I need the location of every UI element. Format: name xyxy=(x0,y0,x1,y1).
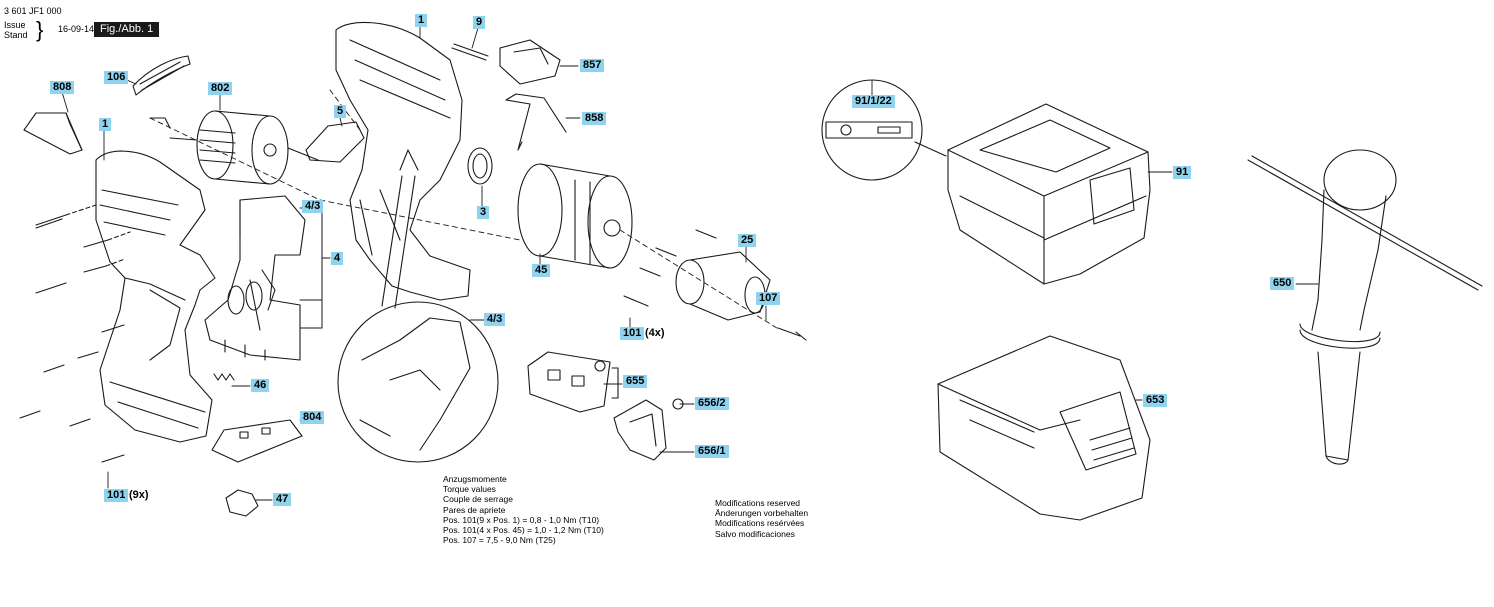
callout-91: 91 xyxy=(1173,166,1192,179)
detail-circle xyxy=(337,149,499,463)
part-107-screw xyxy=(777,327,807,341)
leader-lines xyxy=(61,25,1319,501)
callout-4-3-detail: 4/3 xyxy=(484,313,506,326)
part-101-screws-left xyxy=(19,204,131,463)
issue-label: Issue xyxy=(4,20,26,30)
part-25-chuck xyxy=(675,251,771,321)
callout-45: 45 xyxy=(532,264,551,277)
callout-91-1-22: 91/1/22 xyxy=(852,95,895,108)
quantity-101-mid: (4x) xyxy=(645,327,665,339)
modifications-line: Modifications reserved xyxy=(715,498,801,508)
torque-line: Torque values xyxy=(443,484,496,495)
callout-802: 802 xyxy=(208,82,233,95)
callout-106: 106 xyxy=(104,71,129,84)
part-106-nameplate xyxy=(132,55,191,96)
callout-1-top: 1 xyxy=(415,14,428,27)
part-91-battery xyxy=(947,103,1151,285)
part-3-washer xyxy=(467,147,493,185)
callout-101-bottom: 101 xyxy=(104,489,129,502)
part-804-plate xyxy=(211,419,303,463)
callout-5: 5 xyxy=(334,105,347,118)
assembly-axis-lines xyxy=(149,89,781,331)
callout-3: 3 xyxy=(477,206,490,219)
callout-650: 650 xyxy=(1270,277,1295,290)
modifications-line: Änderungen vorbehalten xyxy=(715,508,809,519)
modifications-notes: Modifications reserved Änderungen vorbeh… xyxy=(715,498,808,539)
callout-1-left: 1 xyxy=(99,118,112,131)
callout-656-1: 656/1 xyxy=(695,445,729,458)
part-4-electronics xyxy=(204,195,306,361)
part-1-right-housing xyxy=(335,21,471,301)
torque-line: Pos. 101(4 x Pos. 45) = 1,0 - 1,2 Nm (T1… xyxy=(443,524,604,535)
modifications-line: Modifications resérvées xyxy=(715,518,805,529)
header-brace: } xyxy=(36,17,44,42)
part-802-motor xyxy=(149,110,319,185)
callout-808: 808 xyxy=(50,81,75,94)
document-code: 3 601 JF1 000 xyxy=(4,6,62,16)
callout-107: 107 xyxy=(756,292,781,305)
part-9-rod xyxy=(451,43,489,61)
part-47-knob xyxy=(225,489,259,517)
callout-4: 4 xyxy=(331,252,344,265)
callout-25: 25 xyxy=(738,234,757,247)
callout-47: 47 xyxy=(273,493,292,506)
torque-line: Couple de serrage xyxy=(443,494,513,505)
torque-line: Anzugsmomente xyxy=(443,474,507,484)
callout-101-mid: 101 xyxy=(620,327,645,340)
part-46-spring xyxy=(213,373,235,381)
quantity-101-bottom: (9x) xyxy=(129,489,149,501)
torque-line: Pos. 107 = 7,5 - 9,0 Nm (T25) xyxy=(443,535,556,546)
part-656-belt-clip xyxy=(613,398,684,461)
callout-655: 655 xyxy=(623,375,648,388)
torque-line: Pos. 101(9 x Pos. 1) = 0,8 - 1,0 Nm (T10… xyxy=(443,514,600,525)
callout-46: 46 xyxy=(251,379,270,392)
part-650-handle xyxy=(1247,149,1483,465)
issue-date: 16-09-14 xyxy=(58,24,95,34)
callout-656-2: 656/2 xyxy=(695,397,729,410)
modifications-line: Salvo modificaciones xyxy=(715,528,795,539)
torque-line: Pares de apriete xyxy=(443,504,506,515)
part-653-charger xyxy=(937,335,1151,521)
callout-857: 857 xyxy=(580,59,605,72)
figure-tag: Fig./Abb. 1 xyxy=(94,22,160,37)
part-655-holder xyxy=(527,351,619,413)
callout-4-3-top: 4/3 xyxy=(302,200,324,213)
part-45-gearbox xyxy=(517,163,633,269)
callout-653: 653 xyxy=(1143,394,1168,407)
part-808-label-sheet xyxy=(23,112,83,155)
torque-notes: Anzugsmomente Torque values Couple de se… xyxy=(443,474,604,545)
part-1-left-housing xyxy=(95,150,216,443)
part-5-cover xyxy=(305,121,365,163)
callout-858: 858 xyxy=(582,112,607,125)
callout-9: 9 xyxy=(473,16,486,29)
part-857-switch xyxy=(499,39,561,85)
part-101-screws-mid xyxy=(623,229,717,307)
callout-804: 804 xyxy=(300,411,325,424)
stand-label: Stand xyxy=(4,30,28,40)
part-858-clip xyxy=(505,93,567,151)
